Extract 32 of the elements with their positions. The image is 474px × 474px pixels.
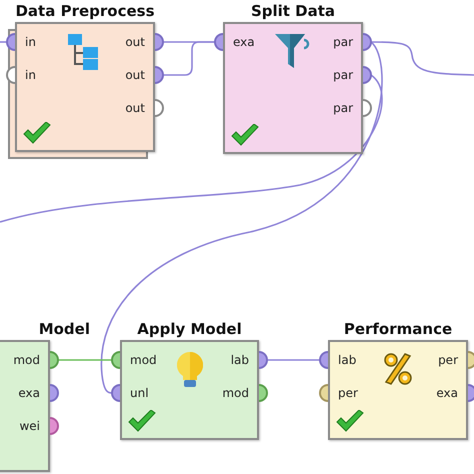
operator-title: Performance xyxy=(344,320,452,338)
port-label: mod xyxy=(13,353,40,367)
port-label: per xyxy=(338,386,358,400)
operator-title: Apply Model xyxy=(137,320,242,338)
port-label: per xyxy=(438,353,458,367)
port-label: exa xyxy=(18,386,40,400)
port-label: mod xyxy=(130,353,157,367)
port-label: out xyxy=(125,101,145,115)
operator-title: Split Data xyxy=(250,2,336,20)
port-label: exa xyxy=(233,35,255,49)
port-label: par xyxy=(333,101,353,115)
connector-line xyxy=(0,74,383,223)
connector-line xyxy=(267,359,320,361)
port-label: mod xyxy=(222,386,249,400)
port-label: unl xyxy=(130,386,149,400)
port-label: par xyxy=(333,35,353,49)
port-label: lab xyxy=(338,353,356,367)
connector-line xyxy=(58,359,112,361)
port-label: wei xyxy=(19,419,40,433)
connector-line xyxy=(163,41,215,76)
port-label: lab xyxy=(230,353,249,367)
connector-line xyxy=(100,42,383,394)
port-label: out xyxy=(125,68,145,82)
port-label: out xyxy=(125,35,145,49)
port-label: exa xyxy=(436,386,458,400)
connector-line xyxy=(0,41,7,43)
operator-title: Model xyxy=(38,320,90,338)
port-label: par xyxy=(333,68,353,82)
port-label: in xyxy=(25,35,36,49)
port-label: in xyxy=(25,68,36,82)
connector-line xyxy=(371,41,474,76)
operator-title: Data Preprocess xyxy=(15,2,154,20)
